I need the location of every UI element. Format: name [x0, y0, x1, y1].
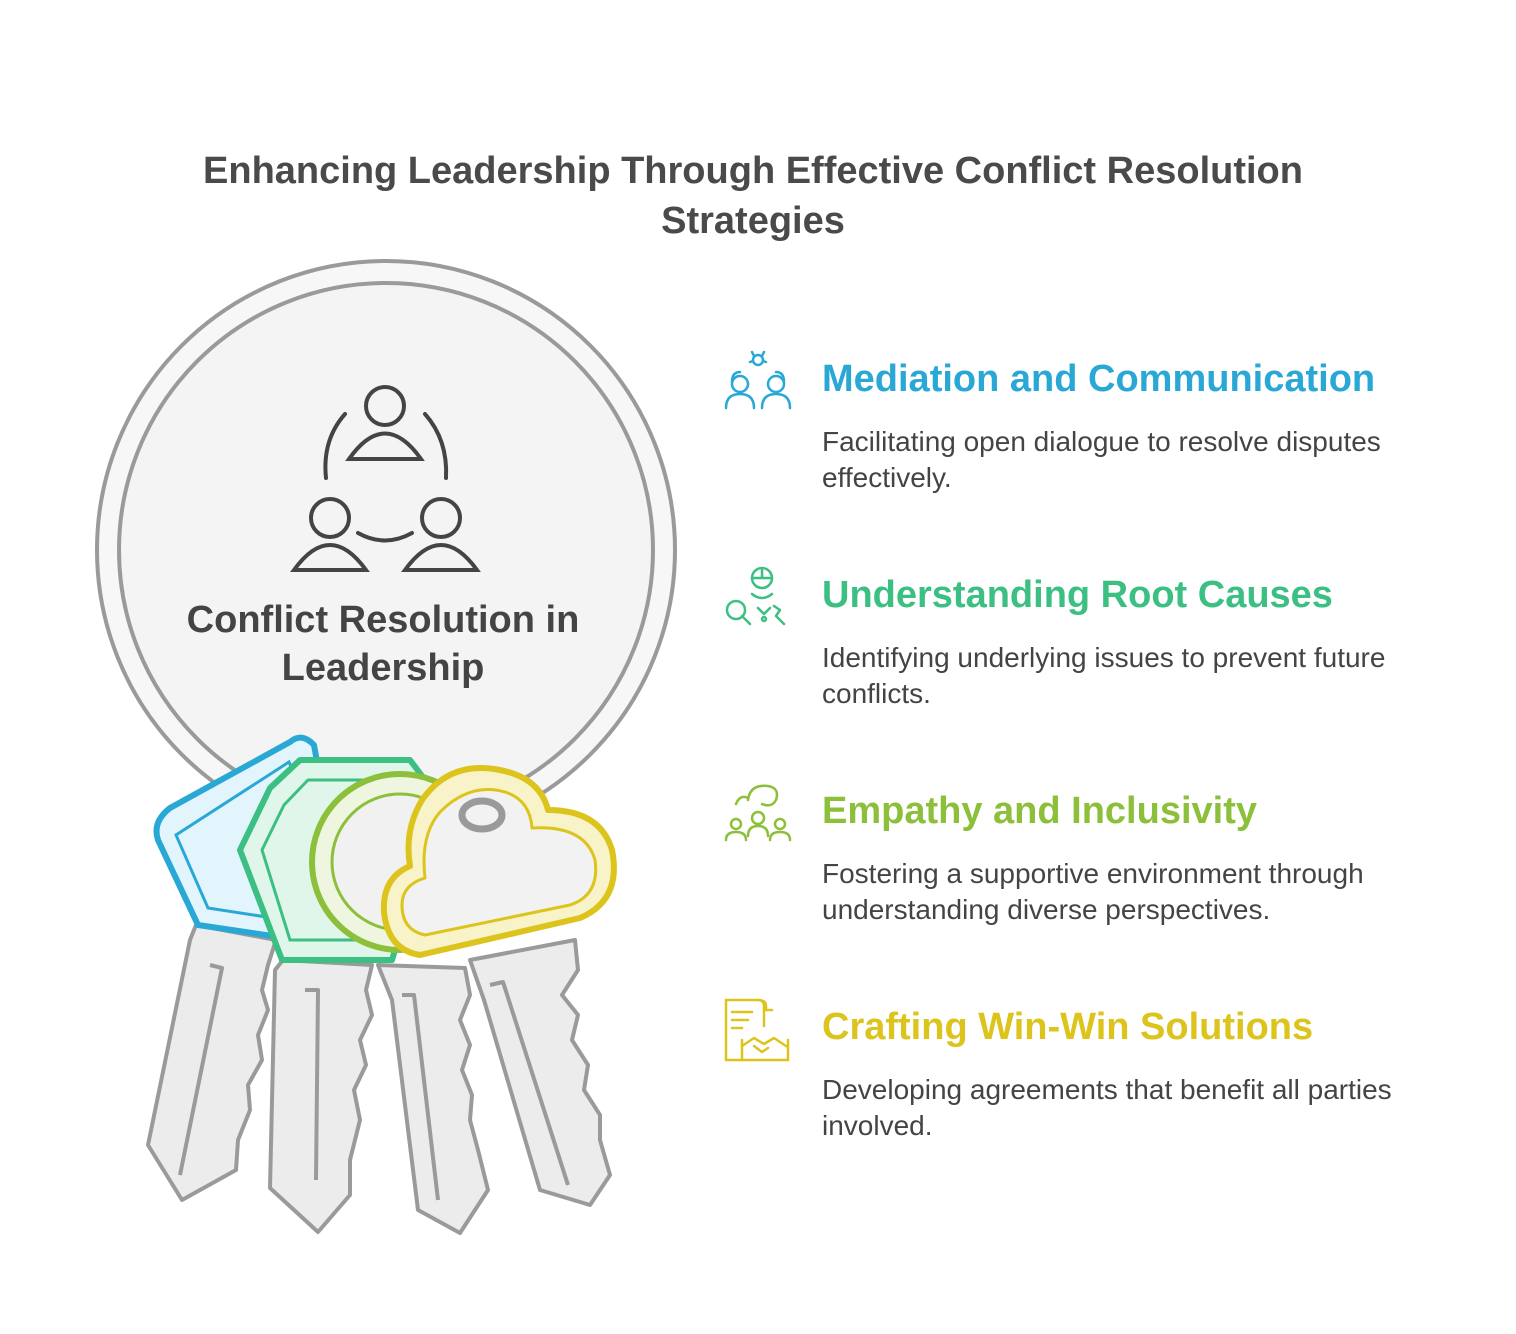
- keys: [146, 923, 612, 1235]
- item-heading: Crafting Win-Win Solutions: [822, 1006, 1314, 1048]
- item-heading: Empathy and Inclusivity: [822, 790, 1257, 832]
- agreement-handshake-icon: [724, 998, 790, 1062]
- mediation-people-icon: [724, 350, 792, 410]
- item-description: Fostering a supportive environment throu…: [822, 858, 1364, 925]
- inclusive-group-icon: [724, 784, 792, 842]
- item-description: Identifying underlying issues to prevent…: [822, 642, 1386, 709]
- group-people-icon: [290, 385, 481, 572]
- center-label: Conflict Resolution in Leadership: [186, 599, 580, 689]
- page-title: Enhancing Leadership Through Effective C…: [203, 150, 1303, 242]
- item-heading: Understanding Root Causes: [822, 574, 1333, 616]
- tag-ring: [458, 797, 506, 833]
- item-description: Developing agreements that benefit all p…: [822, 1074, 1392, 1141]
- item-description: Facilitating open dialogue to resolve di…: [822, 426, 1381, 493]
- item-heading: Mediation and Communication: [822, 358, 1376, 400]
- root-cause-search-icon: [725, 566, 786, 626]
